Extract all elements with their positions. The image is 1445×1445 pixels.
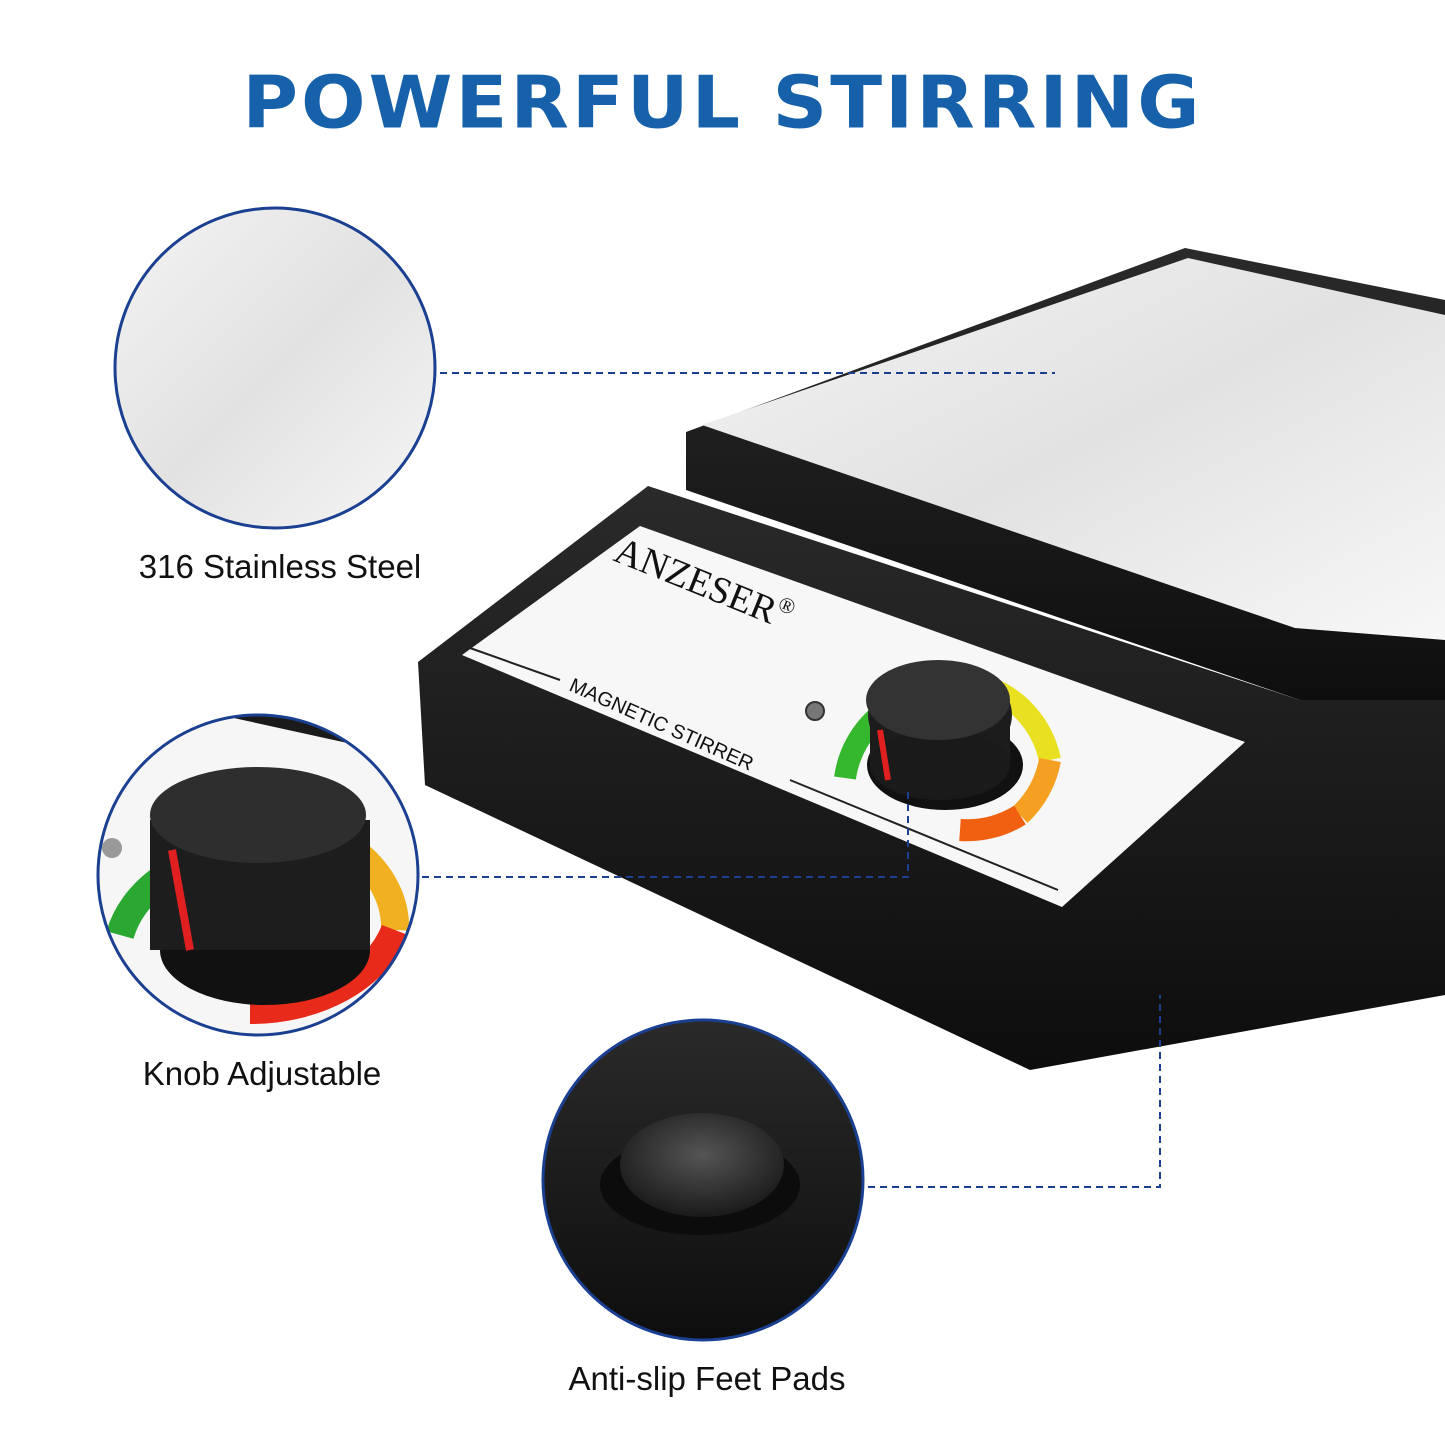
knob-pointer [877, 729, 891, 781]
front-panel [462, 526, 1245, 907]
headline: POWERFUL STIRRING [242, 60, 1203, 145]
magnetic-stirrer: ANZESER® MAGNETIC STIRRER [418, 248, 1445, 1070]
knob-closeup [98, 715, 418, 1035]
feature-label-knob: Knob Adjustable [142, 1055, 382, 1092]
speed-knob[interactable] [866, 660, 1023, 810]
panel-rule [469, 647, 561, 681]
power-indicator-led [805, 701, 825, 721]
steel-top-plate [702, 258, 1445, 640]
foot-pad-closeup [543, 1020, 863, 1340]
steel-closeup [115, 208, 435, 528]
leader-lines [422, 372, 1161, 1188]
panel-rule [789, 779, 1059, 891]
feature-label-steel: 316 Stainless Steel [138, 548, 422, 585]
feature-label-feet: Anti-slip Feet Pads [568, 1360, 846, 1397]
